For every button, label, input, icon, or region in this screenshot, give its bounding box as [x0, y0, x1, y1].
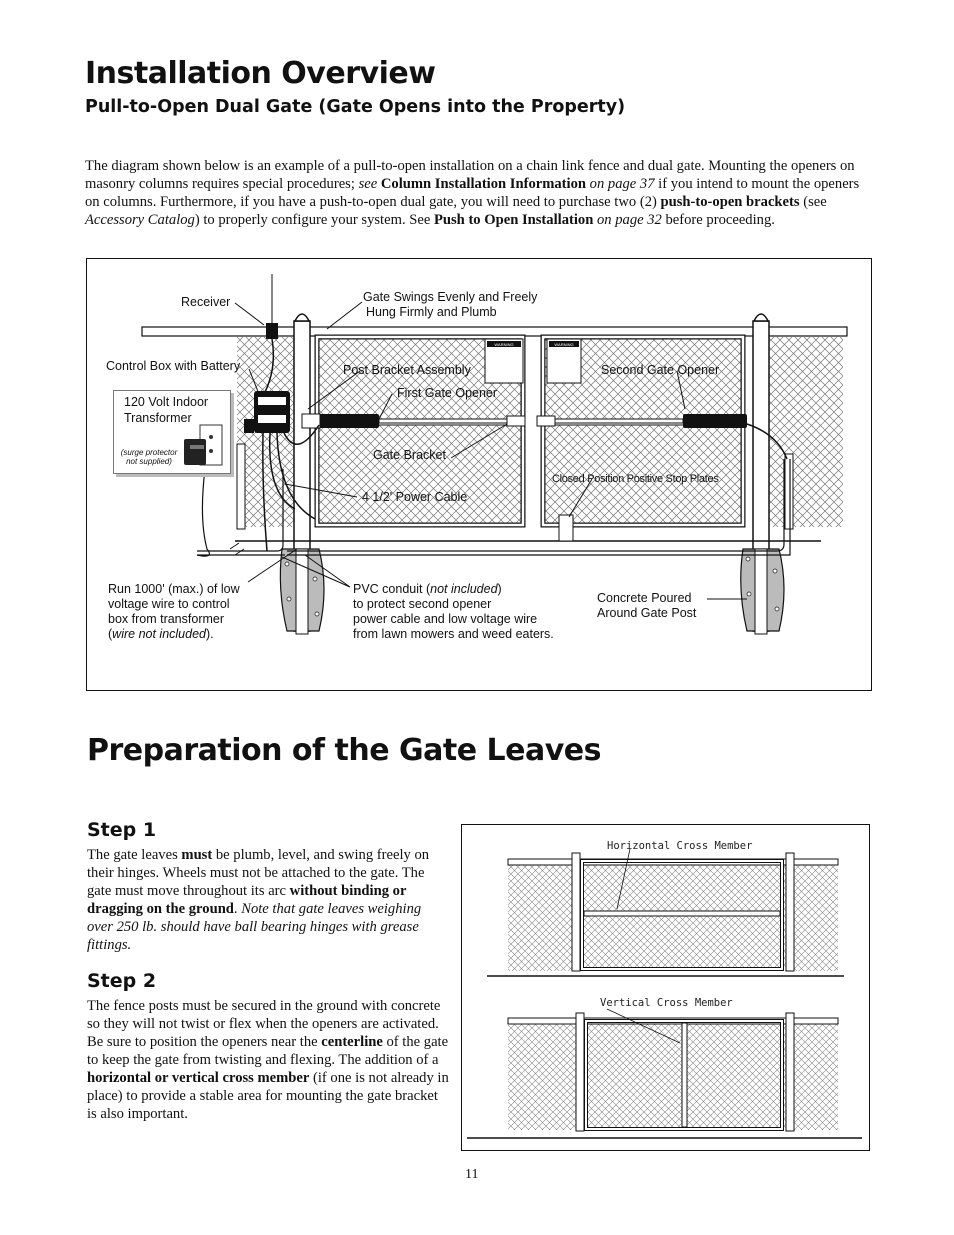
cross-member-drawing	[467, 848, 862, 1139]
transformer-inset: 120 Volt Indoor Transformer (surge prote…	[113, 390, 231, 474]
label-receiver: Receiver	[181, 295, 231, 309]
page-number: 11	[465, 1167, 479, 1182]
step1-text-b: be plumb, level, and swing freely on the…	[87, 847, 430, 899]
label-horizontal-cross-member: Horizontal Cross Member	[607, 840, 753, 852]
step-2-text: The fence posts must be secured in the g…	[87, 997, 449, 1123]
intro-text-1: The diagram shown below is an example of…	[85, 158, 855, 192]
label-stop-plates: Closed Position Positive Stop Plates	[552, 473, 719, 485]
label-vertical-cross-member: Vertical Cross Member	[600, 997, 733, 1009]
run-line-4-italic: wire not included	[112, 627, 206, 641]
run-line-4-close: ).	[205, 627, 214, 641]
intro-text-5: before proceeding.	[661, 212, 775, 228]
warning-sign-left-text: WARNING	[494, 342, 513, 347]
receiver	[266, 323, 278, 339]
section-title-preparation: Preparation of the Gate Leaves	[87, 733, 601, 768]
label-transformer-1: 120 Volt Indoor	[124, 395, 209, 409]
label-gate-bracket: Gate Bracket	[373, 448, 446, 462]
label-gate-swings-2: Hung Firmly and Plumb	[366, 305, 497, 319]
label-concrete: Concrete Poured Around Gate Post	[597, 591, 696, 621]
intro-page-32: on page 32	[596, 212, 662, 228]
installation-diagram-drawing: WARNING WARNING	[141, 274, 848, 635]
run-line-4: (wire not included).	[108, 627, 240, 642]
surge-line-2-text: not supplied	[126, 457, 170, 466]
intro-text-4: ) to properly configure your system. See	[194, 212, 434, 228]
label-surge: (surge protector not supplied)	[114, 448, 184, 466]
step2-text-a: The fence posts must be secured in the g…	[87, 998, 441, 1050]
label-control-box: Control Box with Battery	[106, 359, 241, 373]
intro-see: see	[358, 176, 378, 192]
pvc-line-1: PVC conduit (not included)	[353, 582, 554, 597]
surge-line-1-text: surge protector	[123, 448, 178, 457]
pvc-line-3: power cable and low voltage wire	[353, 612, 538, 626]
horizontal-cross-member	[583, 910, 781, 917]
stop-plate	[558, 514, 574, 542]
pvc-line-2: to protect second opener	[353, 597, 492, 611]
leader-lines	[234, 301, 747, 600]
step2-cross-member: horizontal or vertical cross member	[87, 1070, 310, 1086]
installation-diagram: WARNING WARNING	[86, 258, 872, 691]
step2-text-b: of the gate to keep the gate from twisti…	[87, 1034, 449, 1068]
concrete-line-1: Concrete Poured	[597, 591, 692, 605]
run-line-1: Run 1000' (max.) of low	[108, 582, 240, 596]
label-run-wire: Run 1000' (max.) of low voltage wire to …	[108, 582, 240, 642]
step1-must: must	[181, 847, 213, 863]
pvc-line-1-close: )	[497, 582, 502, 596]
intro-push-install: Push to Open Installation	[433, 212, 594, 228]
intro-page-37: on page 37	[589, 176, 655, 192]
label-first-opener: First Gate Opener	[397, 386, 498, 400]
step2-text-c: (if one is not already in place) to prov…	[87, 1070, 449, 1122]
label-gate-swings-1: Gate Swings Evenly and Freely	[363, 290, 538, 304]
cross-member-diagram: Horizontal Cross Member Vertical Cross M…	[461, 824, 870, 1151]
transformer-icon	[184, 439, 206, 465]
second-gate-opener	[683, 414, 747, 428]
pvc-conduit	[197, 459, 791, 556]
pvc-line-1-open: PVC conduit (	[353, 582, 431, 596]
pvc-line-1-italic: not included	[430, 582, 498, 596]
fence-mesh-right	[767, 337, 843, 527]
pvc-line-4: from lawn mowers and weed eaters.	[353, 627, 554, 641]
surge-line-1: (surge protector	[120, 448, 178, 457]
label-power-cable: 4 1/2' Power Cable	[362, 490, 468, 504]
first-gate-opener	[319, 414, 379, 428]
step1-bold: without binding or dragging on the groun…	[87, 883, 407, 917]
concrete-line-2: Around Gate Post	[597, 606, 697, 620]
label-second-opener: Second Gate Opener	[601, 363, 720, 377]
label-pvc-conduit: PVC conduit (not included) to protect se…	[353, 582, 554, 642]
intro-push-brackets: push-to-open brackets	[660, 194, 800, 210]
page-title: Installation Overview	[85, 56, 436, 91]
intro-column-info: Column Installation Information	[380, 176, 587, 192]
gate-bracket-left	[506, 415, 526, 427]
step-2-title: Step 2	[87, 970, 157, 992]
intro-accessory-catalog: Accessory Catalog	[85, 212, 195, 228]
label-post-bracket: Post Bracket Assembly	[343, 363, 471, 377]
step1-text-c: .	[233, 901, 242, 917]
step-1-text: The gate leaves must be plumb, level, an…	[87, 846, 447, 954]
label-transformer-2: Transformer	[124, 411, 192, 425]
power-cables	[262, 424, 320, 552]
transformer-drawing	[184, 424, 223, 466]
post-bracket-assembly	[301, 413, 321, 429]
surge-line-2: not supplied)	[126, 457, 172, 466]
intro-paragraph: The diagram shown below is an example of…	[85, 157, 875, 229]
run-line-3: box from transformer	[108, 612, 225, 626]
step2-centerline: centerline	[321, 1034, 383, 1050]
page-subtitle: Pull-to-Open Dual Gate (Gate Opens into …	[85, 97, 626, 117]
intro-text-2: if you intend to mount the openers on co…	[85, 176, 860, 210]
step-1-title: Step 1	[87, 819, 157, 841]
warning-sign-right-text: WARNING	[554, 342, 573, 347]
run-line-4-open: (	[108, 627, 113, 641]
step1-text-a: The gate leaves	[87, 847, 182, 863]
intro-text-3: (see	[799, 194, 827, 210]
vertical-cross-member	[681, 1022, 688, 1128]
gate-bracket-right	[536, 415, 556, 427]
step1-italic: Note that gate leaves weighing over 250 …	[87, 901, 422, 953]
run-line-2: voltage wire to control	[108, 597, 230, 611]
